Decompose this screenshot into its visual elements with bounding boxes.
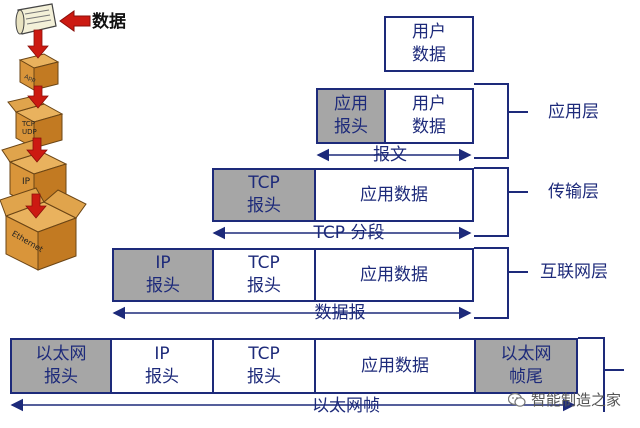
- span-arrows: [10, 148, 576, 412]
- layer-bracket-ticks: [508, 111, 624, 371]
- application-layer-label: 应用层: [548, 102, 599, 122]
- datagram-label: 数据报: [314, 303, 366, 323]
- app-data-cell-link: 应用数据: [314, 338, 476, 394]
- layer-brackets: [474, 83, 605, 412]
- svg-text:App: App: [23, 73, 37, 84]
- segment-label: TCP 分段: [313, 223, 385, 243]
- down-arrows: [25, 29, 49, 219]
- frame-label: 以太网帧: [312, 396, 380, 416]
- watermark: 智能制造之家: [508, 389, 621, 410]
- user-data-cell: 用户 数据: [384, 16, 474, 72]
- box-label-ip: IP: [22, 177, 31, 187]
- ip-header-cell-link: IP 报头: [110, 338, 214, 394]
- caption-arrow-icon: [59, 10, 91, 32]
- internet-layer-label: 互联网层: [540, 262, 608, 282]
- document-scroll-icon: [15, 3, 57, 35]
- wechat-icon: [508, 392, 526, 407]
- icon-caption: 数据: [92, 12, 126, 32]
- message-label: 报文: [373, 145, 407, 165]
- app-data-cell-internet: 应用数据: [314, 248, 474, 302]
- app-box-icon: App: [18, 53, 60, 91]
- watermark-text: 智能制造之家: [531, 391, 622, 409]
- tcp-header-cell-internet: TCP 报头: [212, 248, 316, 302]
- user-data-cell-app: 用户 数据: [384, 88, 474, 144]
- box-label-tcp-udp: TCP UDP: [22, 120, 37, 136]
- eth-header-cell: 以太网 报头: [10, 338, 112, 394]
- tcp-header-cell: TCP 报头: [212, 168, 316, 222]
- app-data-cell-transport: 应用数据: [314, 168, 474, 222]
- eth-trailer-cell: 以太网 帧尾: [474, 338, 578, 394]
- ethernet-box-icon: [0, 187, 87, 271]
- ip-header-cell: IP 报头: [112, 248, 214, 302]
- tcp-header-cell-link: TCP 报头: [212, 338, 316, 394]
- app-header-cell: 应用 报头: [316, 88, 386, 144]
- transport-layer-label: 传输层: [548, 182, 599, 202]
